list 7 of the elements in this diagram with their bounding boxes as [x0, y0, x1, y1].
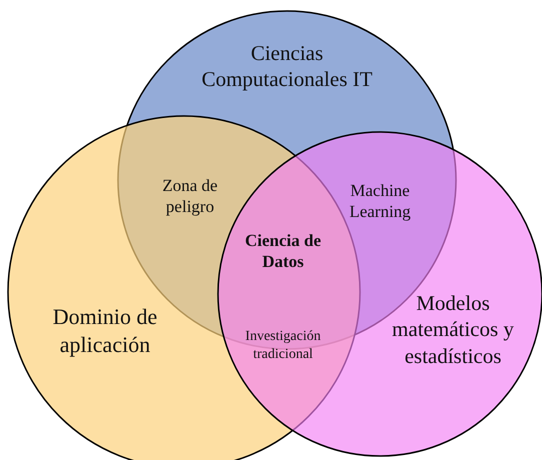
overlap-label: Zona de peligro [161, 175, 219, 218]
circle-label: Modelos matemáticos y estadísticos [391, 290, 515, 369]
overlap-label: Machine Learning [348, 180, 412, 222]
circle-label: Ciencias Computacionales IT [200, 40, 374, 92]
overlap-label: Investigación tradicional [244, 328, 322, 363]
center-label: Ciencia de Datos [244, 230, 322, 272]
circle-label: Dominio de aplicación [52, 303, 158, 358]
